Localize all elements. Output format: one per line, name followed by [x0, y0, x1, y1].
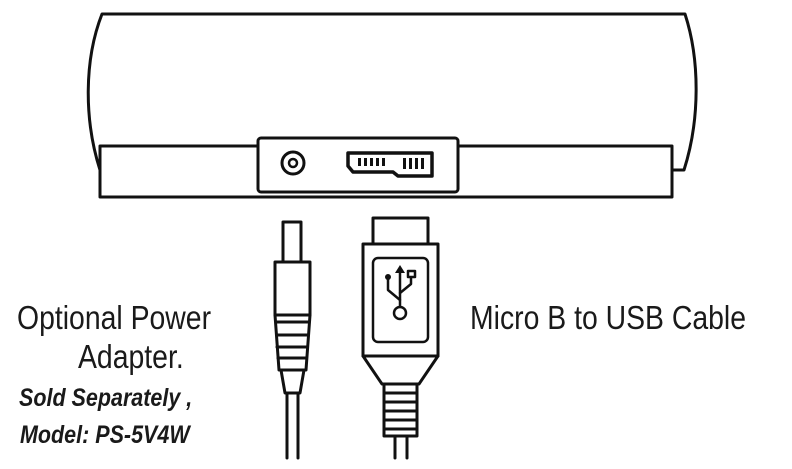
model-number-note: Model: PS-5V4W	[20, 421, 190, 449]
power-adapter-plug	[273, 220, 312, 460]
power-adapter-label-line1: Optional Power	[17, 299, 212, 336]
sold-separately-note: Sold Separately ,	[19, 384, 193, 412]
dc-power-jack-icon	[280, 150, 306, 176]
power-adapter-label-line2: Adapter.	[78, 338, 184, 375]
usb-cable-label: Micro B to USB Cable	[470, 299, 747, 336]
hard-drive-enclosure	[86, 12, 698, 199]
usb-trident-icon	[371, 256, 430, 344]
micro-b-usb3-port-icon	[346, 151, 434, 178]
